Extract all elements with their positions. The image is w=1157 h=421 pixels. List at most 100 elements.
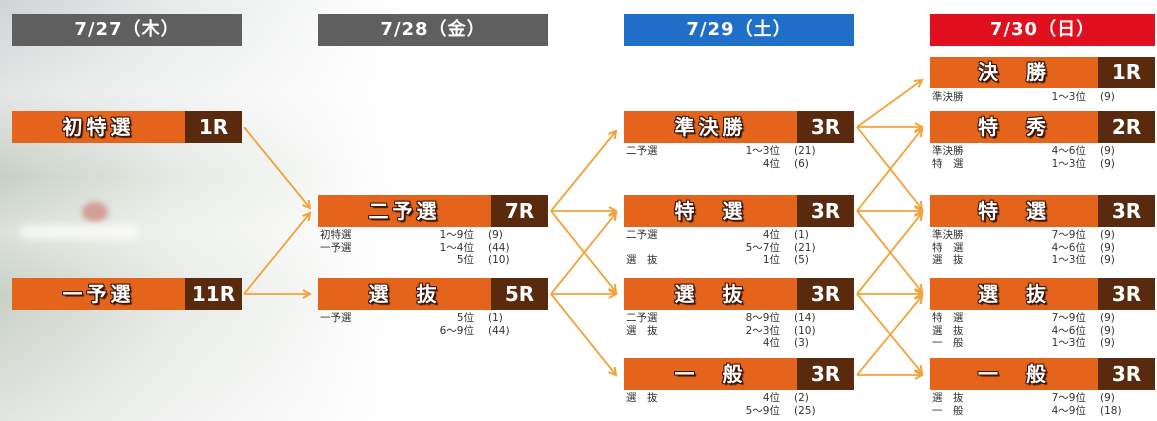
rider-count: (9) [1100,241,1115,254]
race-name: 決 勝 [978,60,1050,84]
race-name: 一 般 [674,362,747,386]
finish-range: 1〜9位 [439,229,474,241]
qualification-list: 二予選 1〜3位 (21) 4位 (6) [624,145,854,170]
rider-count: (3) [794,337,809,349]
finish-range: 1〜3位 [745,145,780,157]
source-race: 特 選 [932,157,964,170]
qualification-row: 初特選 1〜9位 (9) [318,229,548,242]
race-rounds-badge: 3R [1098,358,1155,390]
source-race: 選 抜 [932,324,964,337]
rider-count: (1) [488,312,503,324]
advance-arrow [856,80,922,128]
race-name: 特 選 [674,199,747,223]
finish-range: 4位 [762,392,780,404]
qualification-list: 準決勝 1〜3位 (9) [930,91,1155,104]
source-race: 初特選 [320,229,352,241]
advance-arrow [856,126,922,209]
finish-range: 1〜3位 [1051,91,1086,103]
source-race: 特 選 [932,241,964,254]
day-header-0730: 7/30（日） [930,14,1155,46]
qualification-list: 二予選 4位 (1) 5〜7位 (21) 選 抜 1位 (5) [624,229,854,267]
advance-arrow [856,293,922,373]
rider-count: (25) [794,404,816,417]
qualification-list: 選 抜 4位 (2) 5〜9位 (25) [624,392,854,417]
qualification-list: 選 抜 7〜9位 (9) 一 般 4〜9位 (18) [930,392,1155,417]
qualification-row: 選 抜 7〜9位 (9) [930,392,1155,405]
advance-arrow [856,129,922,212]
rider-count: (9) [1100,312,1115,324]
source-race: 一予選 [320,241,352,254]
rider-count: (9) [1100,392,1115,404]
qualification-list: 二予選 8〜9位 (14) 選 抜 2〜3位 (10) 4位 (3) [624,312,854,350]
source-race: 選 抜 [626,254,658,266]
qualification-row: 選 抜 1〜3位 (9) [930,254,1155,267]
qualification-row: 5〜9位 (25) [624,405,854,418]
photo-detail [20,225,140,239]
qualification-row: 準決勝 1〜3位 (9) [930,91,1155,104]
race-niyosen: 二予選 7R [318,195,548,227]
rider-count: (10) [794,324,816,337]
qualification-list: 一予選 5位 (1) 6〜9位 (44) [318,312,548,337]
race-rounds-badge: 5R [491,278,548,310]
rider-count: (2) [794,392,809,404]
qualification-list: 準決勝 4〜6位 (9) 特 選 1〜3位 (9) [930,145,1155,170]
rider-count: (6) [794,157,809,170]
finish-range: 5位 [456,312,474,324]
finish-range: 7〜9位 [1051,312,1086,324]
finish-range: 4位 [762,229,780,241]
finish-range: 4〜9位 [1051,404,1086,417]
rider-count: (9) [1100,229,1115,241]
source-race: 選 抜 [932,254,964,266]
source-race: 選 抜 [626,324,658,337]
qualification-row: 一 般 1〜3位 (9) [930,337,1155,350]
qualification-list: 初特選 1〜9位 (9) 一予選 1〜4位 (44) 5位 (10) [318,229,548,267]
qualification-row: 選 抜 4〜6位 (9) [930,325,1155,338]
finish-range: 2〜3位 [745,324,780,337]
source-race: 一予選 [320,312,352,324]
rider-count: (14) [794,312,816,324]
rider-count: (44) [488,241,510,254]
finish-range: 7〜9位 [1051,392,1086,404]
race-rounds-badge: 2R [1098,111,1155,143]
rider-count: (21) [794,241,816,254]
race-rounds-badge: 3R [1098,195,1155,227]
qualification-row: 準決勝 4〜6位 (9) [930,145,1155,158]
rider-count: (9) [1100,324,1115,337]
finish-range: 5〜7位 [745,241,780,254]
finish-range: 6〜9位 [439,324,474,337]
race-tokushu: 特 秀 2R [930,111,1155,143]
photo-detail [82,202,108,222]
race-rounds-badge: 3R [797,195,854,227]
finish-range: 5〜9位 [745,404,780,417]
qualification-row: 選 抜 2〜3位 (10) [624,325,854,338]
race-rounds-badge: 1R [1098,57,1155,88]
race-senbatsu-day4: 選 抜 3R [930,278,1155,310]
qualification-row: 特 選 1〜3位 (9) [930,158,1155,171]
rider-count: (9) [1100,337,1115,349]
finish-range: 5位 [456,254,474,266]
finish-range: 4位 [762,157,780,170]
finish-range: 4〜6位 [1051,324,1086,337]
race-ichiyosen: 一予選 11R [12,278,242,310]
advance-arrow [856,210,922,292]
race-name: 初特選 [62,115,135,139]
qualification-list: 特 選 7〜9位 (9) 選 抜 4〜6位 (9) 一 般 1〜3位 (9) [930,312,1155,350]
race-rounds-badge: 3R [1098,278,1155,310]
race-tokusen-day3: 特 選 3R [624,195,854,227]
qualification-row: 二予選 8〜9位 (14) [624,312,854,325]
advance-arrow [856,296,922,376]
source-race: 選 抜 [932,392,964,404]
finish-range: 7〜9位 [1051,229,1086,241]
finish-range: 4〜6位 [1051,241,1086,254]
source-race: 準決勝 [932,91,964,103]
day-header-0727: 7/27（木） [12,14,242,46]
rider-count: (5) [794,254,809,266]
qualification-row: 一 般 4〜9位 (18) [930,405,1155,418]
qualification-row: 一予選 5位 (1) [318,312,548,325]
rider-count: (10) [488,254,510,266]
rider-count: (21) [794,145,816,157]
day-header-0729: 7/29（土） [624,14,854,46]
race-ippan-day4: 一 般 3R [930,358,1155,390]
race-junkessho: 準決勝 3R [624,111,854,143]
advance-arrow [550,131,616,212]
